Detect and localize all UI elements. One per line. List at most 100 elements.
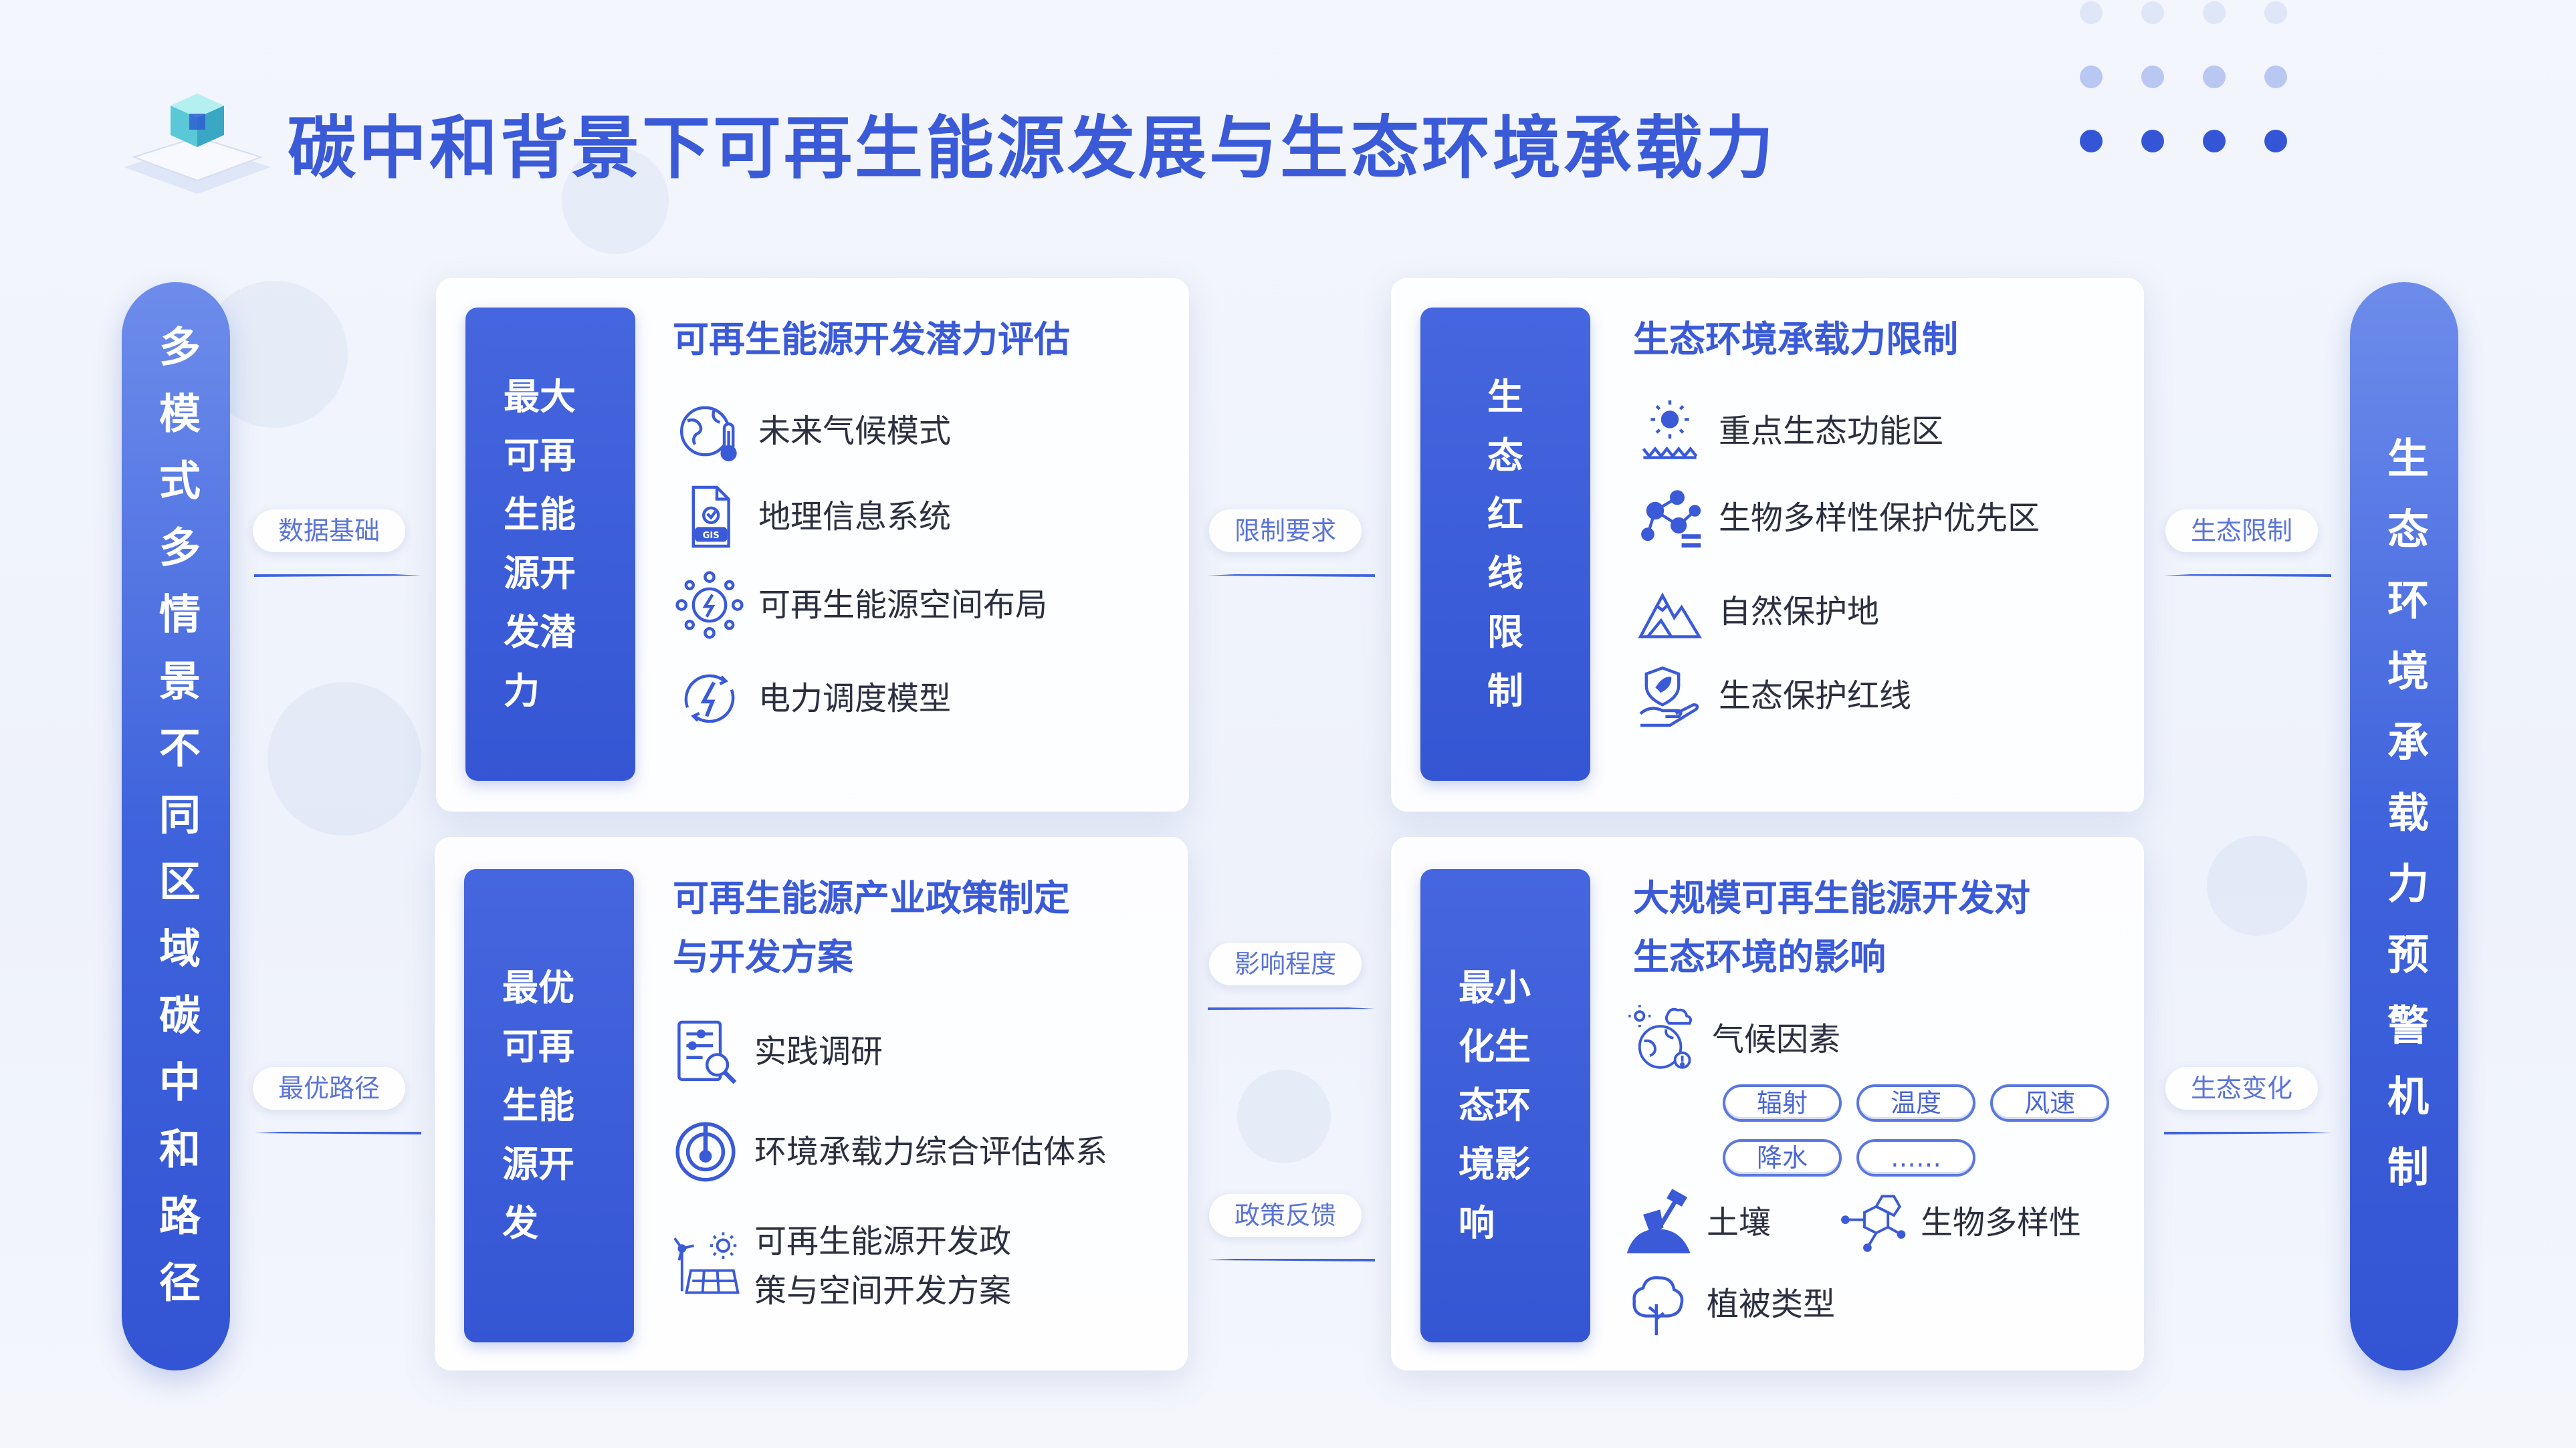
card-title-line: 大规模可再生能源开发对 <box>1633 877 2030 919</box>
card-tab: 生 态 红 线 限 制 <box>1420 308 1590 781</box>
tag-wind-speed: 风速 <box>1990 1084 2109 1122</box>
right-pillar-text: 生态环境承载力预警机制 <box>2380 437 2429 1216</box>
card-carrying-capacity-limit: 生 态 红 线 限 制 生态环境承载力限制 重点生态功能区 <box>1391 278 2144 812</box>
card-tab: 最大 可再 生能 源开 发潜 力 <box>465 308 635 781</box>
tab-line: 生能 <box>504 493 576 535</box>
gis-file-icon: GIS <box>673 480 746 554</box>
decorative-dot <box>2264 66 2287 88</box>
svg-text:GIS: GIS <box>703 531 720 541</box>
item-label: 生态保护红线 <box>1719 677 1912 715</box>
globe-thermometer-icon <box>673 394 746 468</box>
item-climate-model: 未来气候模式 <box>673 394 951 468</box>
arrow-left <box>2164 574 2331 577</box>
card-title: 可再生能源开发潜力评估 <box>673 318 1070 360</box>
tab-line: 制 <box>1487 670 1523 712</box>
connector-label-policy-feedback: 政策反馈 <box>1209 1194 1362 1237</box>
connector-label-eco-change: 生态变化 <box>2165 1067 2319 1110</box>
tab-line: 响 <box>1459 1202 1495 1244</box>
item-label: 电力调度模型 <box>758 680 952 717</box>
card-title: 生态环境承载力限制 <box>1633 318 1958 360</box>
tab-line: 生 <box>1487 376 1523 418</box>
item-policy-spatial-plan: 可再生能源开发政 策与空间开发方案 <box>669 1217 1011 1316</box>
gauge-icon <box>669 1115 742 1189</box>
item-label: 实践调研 <box>754 1033 883 1070</box>
left-pillar: 多模式多情景不同区域碳中和路径 <box>122 282 230 1370</box>
biodiversity-network-icon <box>1633 481 1707 555</box>
tab-line: 红 <box>1487 493 1523 535</box>
connector-label-eco-limit: 生态限制 <box>2165 509 2319 552</box>
arrow-left <box>254 1132 421 1134</box>
tab-line: 力 <box>504 670 540 712</box>
item-eco-red-line: 生态保护红线 <box>1633 659 1911 733</box>
item-label: 土壤 <box>1707 1204 1772 1241</box>
card-development-potential: 最大 可再 生能 源开 发潜 力 可再生能源开发潜力评估 未来气候模式 <box>436 278 1189 812</box>
shovel-icon <box>1621 1186 1695 1259</box>
tab-line: 源开 <box>502 1143 574 1185</box>
decorative-dot <box>2203 66 2226 88</box>
energy-layout-icon <box>673 568 746 642</box>
item-label: 生物多样性 <box>1921 1204 2082 1241</box>
tab-line: 发潜 <box>504 611 576 653</box>
dot-grid-decoration <box>2060 0 2300 160</box>
decorative-dot <box>2264 130 2287 152</box>
item-label: 可再生能源开发政 <box>754 1223 1012 1260</box>
tab-line: 最大 <box>504 376 576 418</box>
card-policy-plan: 最优 可再 生能 源开 发 可再生能源产业政策制定 与开发方案 实践调研 <box>435 837 1188 1370</box>
item-assessment-system: 环境承载力综合评估体系 <box>669 1115 1107 1189</box>
card-title: 大规模可再生能源开发对 生态环境的影响 <box>1633 869 2030 987</box>
tab-line: 最小 <box>1459 967 1531 1009</box>
decorative-dot <box>2141 130 2164 152</box>
tab-line: 限 <box>1487 611 1523 653</box>
item-label: 环境承载力综合评估体系 <box>754 1133 1108 1171</box>
tag-radiation: 辐射 <box>1723 1084 1842 1122</box>
tab-line: 可再 <box>502 1025 574 1068</box>
item-label: 可再生能源空间布局 <box>758 586 1048 624</box>
tab-line: 线 <box>1487 552 1523 594</box>
decorative-dot <box>2141 66 2164 88</box>
item-eco-function-zone: 重点生态功能区 <box>1633 394 1943 468</box>
item-gis: GIS 地理信息系统 <box>673 480 951 554</box>
tab-line: 可再 <box>504 435 576 477</box>
connector-label-impact-degree: 影响程度 <box>1209 943 1362 985</box>
item-biodiversity-factor: 生物多样性 <box>1835 1186 2081 1259</box>
tag-temperature: 温度 <box>1856 1084 1975 1122</box>
arrow-right <box>1208 1007 1375 1010</box>
decorative-dot <box>2141 1 2164 24</box>
decorative-dot <box>2264 1 2287 24</box>
item-power-dispatch: 电力调度模型 <box>673 662 951 735</box>
tab-line: 最优 <box>502 967 574 1009</box>
item-vegetation: 植被类型 <box>1621 1268 1835 1341</box>
card-tab: 最优 可再 生能 源开 发 <box>464 869 634 1342</box>
tab-line: 境影 <box>1459 1143 1531 1185</box>
arrow-right <box>2164 1132 2331 1134</box>
item-label: 重点生态功能区 <box>1719 412 1944 450</box>
mountain-icon <box>1633 575 1707 648</box>
item-energy-layout: 可再生能源空间布局 <box>673 568 1047 642</box>
survey-document-icon <box>669 1015 742 1088</box>
item-label: 策与空间开发方案 <box>754 1272 1012 1310</box>
hand-leaf-shield-icon <box>1633 659 1707 733</box>
card-title: 可再生能源产业政策制定 与开发方案 <box>673 869 1070 987</box>
item-label: 生物多样性保护优先区 <box>1719 499 2040 537</box>
card-title-line: 生态环境的影响 <box>1633 936 1886 978</box>
item-nature-reserve: 自然保护地 <box>1633 575 1879 648</box>
item-climate-factors: 气候因素 <box>1626 1003 1840 1076</box>
left-pillar-text: 多模式多情景不同区域碳中和路径 <box>152 325 201 1328</box>
tree-icon <box>1621 1268 1695 1341</box>
card-minimize-impact: 最小 化生 态环 境影 响 大规模可再生能源开发对 生态环境的影响 气候因素 <box>1391 837 2144 1370</box>
item-label: 地理信息系统 <box>758 498 952 535</box>
connector-label-data-basis: 数据基础 <box>253 509 406 552</box>
tab-line: 化生 <box>1459 1025 1531 1068</box>
cube-logo-icon <box>120 80 274 201</box>
arrow-right <box>254 574 421 577</box>
arrow-left <box>1208 1259 1375 1261</box>
tag-precipitation: 降水 <box>1723 1139 1842 1177</box>
item-label: 未来气候模式 <box>758 412 952 450</box>
item-label: 自然保护地 <box>1719 593 1880 630</box>
right-pillar: 生态环境承载力预警机制 <box>2350 282 2458 1370</box>
tab-line: 生能 <box>502 1084 574 1126</box>
tag-more: …… <box>1856 1139 1975 1177</box>
arrow-left <box>1208 574 1375 577</box>
item-label: 植被类型 <box>1707 1286 1836 1323</box>
decorative-dot <box>2080 1 2103 24</box>
